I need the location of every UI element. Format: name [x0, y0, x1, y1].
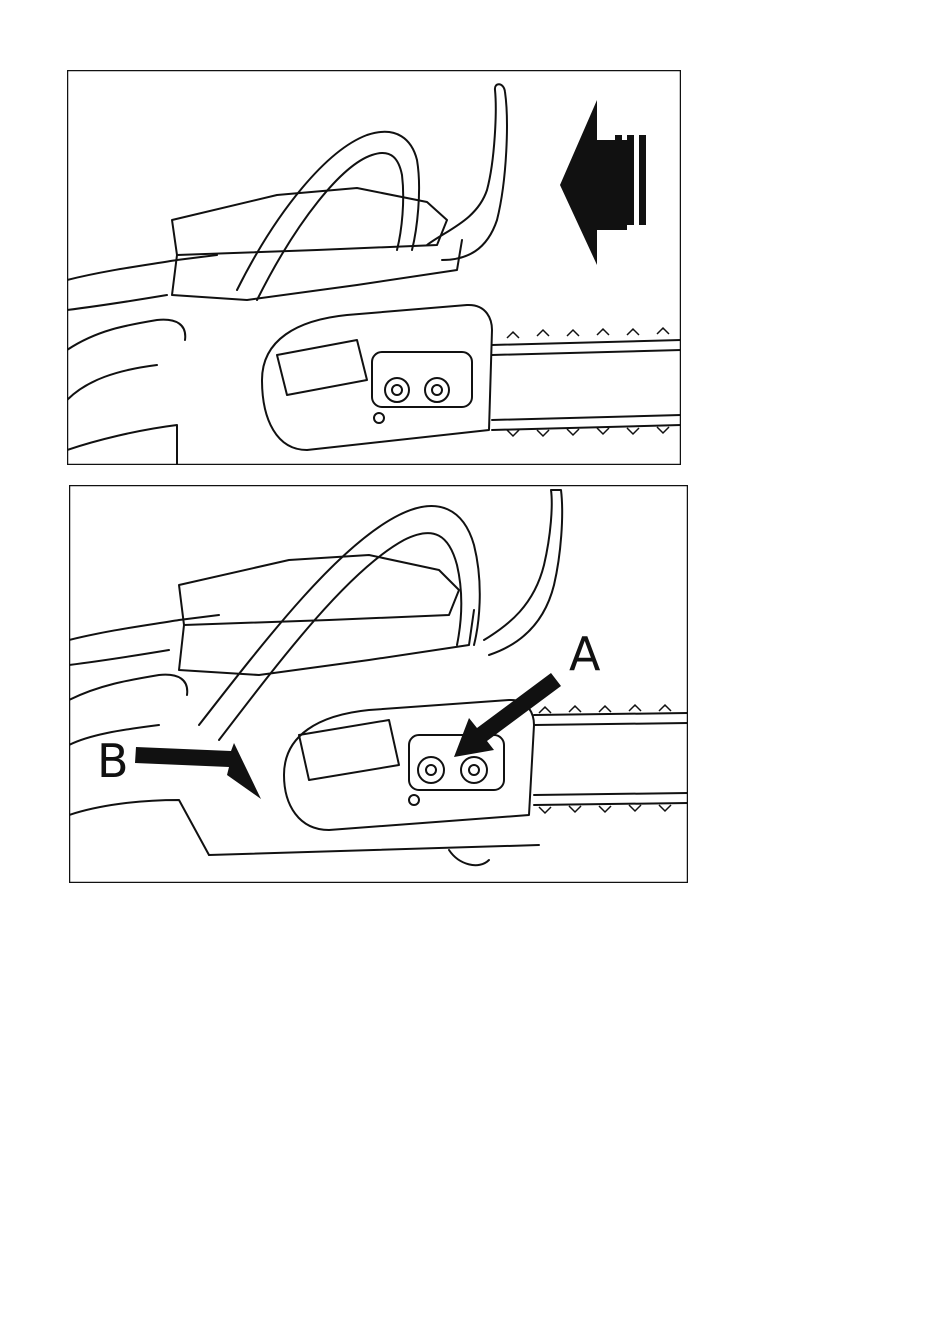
figure-top-chainsaw-cover: [67, 70, 681, 465]
label-b: B: [97, 734, 129, 788]
chainsaw-illustration-bottom: A B: [69, 485, 688, 883]
figure-bottom-chainsaw-cover-labels: A B: [69, 485, 688, 883]
chainsaw-illustration-top: [67, 70, 681, 465]
label-a: A: [569, 627, 601, 681]
